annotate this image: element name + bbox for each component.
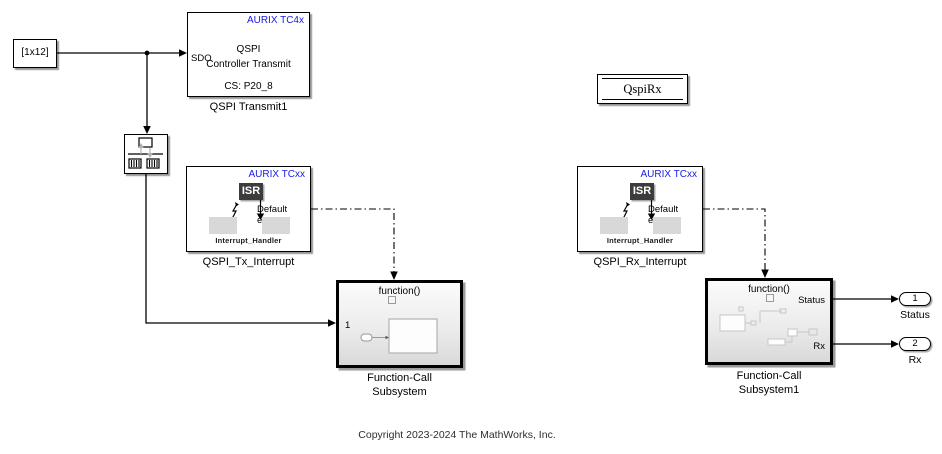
function-trigger-label: function() bbox=[748, 284, 790, 295]
event-slot bbox=[653, 217, 681, 234]
data-store-top-line bbox=[602, 78, 683, 79]
qspi-tx-interrupt-block[interactable]: AURIX TCxx ISR Default event Interrupt_H… bbox=[186, 166, 311, 252]
aurix-chip-label: AURIX TC4x bbox=[246, 15, 304, 26]
memory-buffer-block[interactable] bbox=[124, 134, 168, 174]
memory-buffer-icon bbox=[128, 137, 163, 169]
aurix-chip-label: AURIX TCxx bbox=[248, 169, 306, 180]
function-call-subsystem-caption[interactable]: Function-Call Subsystem bbox=[326, 371, 473, 399]
trigger-port-icon bbox=[388, 296, 396, 304]
trigger-port-icon bbox=[766, 294, 774, 302]
lightning-icon bbox=[231, 202, 239, 220]
down-arrow-icon bbox=[256, 200, 265, 220]
outport-2-caption[interactable]: Rx bbox=[908, 354, 922, 366]
block-title-line2: Controller Transmit bbox=[206, 59, 291, 70]
inport-1-label: 1 bbox=[345, 320, 351, 331]
interrupt-handler-label: Interrupt_Handler bbox=[606, 236, 674, 245]
data-store-memory-block[interactable]: QspiRx bbox=[597, 74, 688, 104]
wire-branch-dot bbox=[144, 50, 150, 56]
outport-1-block[interactable]: 1 bbox=[899, 292, 931, 306]
isr-badge: ISR bbox=[239, 183, 263, 200]
constant-block-1x12[interactable]: [1x12] bbox=[13, 39, 57, 68]
lightning-icon bbox=[622, 202, 630, 220]
function-call-subsystem-block[interactable]: function() 1 bbox=[336, 280, 463, 368]
chip-select-label: CS: P20_8 bbox=[224, 81, 273, 92]
outport-number: 2 bbox=[912, 338, 918, 349]
event-slot bbox=[209, 217, 237, 234]
interrupt-handler-label: Interrupt_Handler bbox=[215, 236, 282, 245]
outport-status-label: Status bbox=[798, 295, 825, 306]
constant-value-label: [1x12] bbox=[21, 47, 49, 58]
arrowhead bbox=[891, 295, 899, 303]
outport-rx-label: Rx bbox=[813, 341, 825, 352]
subsystem-preview bbox=[360, 318, 438, 354]
data-store-bottom-line bbox=[602, 99, 683, 100]
copyright-annotation: Copyright 2023-2024 The MathWorks, Inc. bbox=[358, 429, 556, 441]
arrowhead bbox=[390, 271, 398, 280]
outport-1-caption[interactable]: Status bbox=[900, 309, 930, 321]
down-arrow-icon bbox=[647, 200, 656, 220]
caption-line1: Function-Call bbox=[736, 370, 802, 382]
aurix-chip-label: AURIX TCxx bbox=[640, 169, 698, 180]
qspi-transmit-caption[interactable]: QSPI Transmit1 bbox=[209, 101, 288, 113]
qspi-rx-interrupt-block[interactable]: AURIX TCxx ISR Default event Interrupt_H… bbox=[577, 166, 703, 252]
isr-badge: ISR bbox=[630, 183, 654, 200]
caption-line2: Subsystem1 bbox=[738, 384, 800, 396]
outport-number: 1 bbox=[912, 293, 918, 304]
qspi-rx-interrupt-caption[interactable]: QSPI_Rx_Interrupt bbox=[593, 256, 687, 268]
arrowhead bbox=[143, 126, 151, 134]
function-call-subsystem1-caption[interactable]: Function-Call Subsystem1 bbox=[695, 369, 843, 397]
function-call-subsystem1-block[interactable]: function() Status Rx bbox=[705, 278, 833, 365]
qspi-tx-interrupt-caption[interactable]: QSPI_Tx_Interrupt bbox=[202, 256, 295, 268]
sdo-input-port-label: SDO bbox=[191, 53, 212, 64]
outport-2-block[interactable]: 2 bbox=[899, 337, 931, 351]
data-store-name-label: QspiRx bbox=[623, 82, 662, 96]
caption-line1: Function-Call bbox=[367, 372, 432, 384]
arrowhead bbox=[179, 49, 187, 57]
event-slot bbox=[262, 217, 290, 234]
arrowhead bbox=[761, 269, 769, 278]
event-slot bbox=[600, 217, 628, 234]
subsystem-preview bbox=[719, 306, 818, 346]
function-trigger-label: function() bbox=[378, 286, 421, 297]
arrowhead bbox=[891, 340, 899, 348]
qspi-transmit-block[interactable]: AURIX TC4x QSPI Controller Transmit SDO … bbox=[187, 12, 310, 97]
block-title-line1: QSPI bbox=[236, 44, 261, 55]
arrowhead bbox=[328, 319, 336, 327]
caption-line2: Subsystem bbox=[372, 386, 427, 398]
